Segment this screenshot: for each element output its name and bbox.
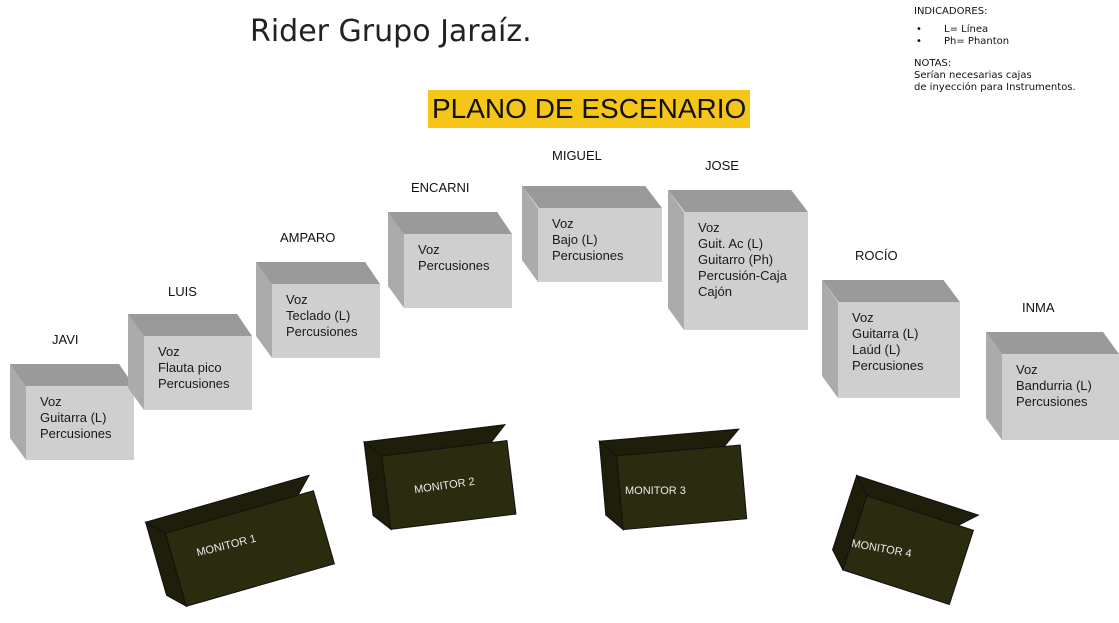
box-side-face [822, 280, 838, 398]
monitor-label: MONITOR 3 [625, 485, 686, 497]
box-top-face [128, 314, 252, 336]
notes-panel: INDICADORES: L= Línea Ph= Phanton NOTAS:… [914, 6, 1119, 94]
instrument-line: Percusiones [552, 248, 624, 263]
stage-plan-heading: PLANO DE ESCENARIO [428, 90, 751, 128]
musician-name: JAVI [52, 332, 79, 347]
musician-name: AMPARO [280, 230, 336, 245]
box-top-face [522, 186, 662, 208]
instrument-line: Voz [158, 344, 180, 359]
musician-name: JOSE [705, 158, 739, 173]
box-top-face [822, 280, 960, 302]
instrument-line: Voz [418, 242, 440, 257]
box-top-face [986, 332, 1119, 354]
monitor-wedge [598, 428, 748, 531]
instrument-line: Voz [40, 394, 62, 409]
box-side-face [522, 186, 538, 282]
monitor-wedge [362, 424, 517, 531]
instrument-line: Percusión-Caja [698, 268, 787, 283]
notes-heading: NOTAS: [914, 58, 952, 69]
musician-name: LUIS [168, 284, 197, 299]
indicators-heading: INDICADORES: [914, 6, 988, 17]
box-side-face [128, 314, 144, 410]
indicators-list: L= Línea Ph= Phanton [914, 24, 1119, 48]
musician-name: ENCARNI [411, 180, 470, 195]
indicator-item: Ph= Phanton [914, 36, 1119, 48]
instrument-line: Percusiones [418, 258, 490, 273]
instrument-line: Percusiones [852, 358, 924, 373]
instrument-line: Voz [1016, 362, 1038, 377]
instrument-line: Percusiones [286, 324, 358, 339]
instrument-line: Percusiones [1016, 394, 1088, 409]
instrument-line: Bajo (L) [552, 232, 598, 247]
musician-name: ROCÍO [855, 248, 898, 263]
instrument-line: Guitarra (L) [40, 410, 107, 425]
notes-line: de inyección para Instrumentos. [914, 82, 1076, 93]
box-top-face [256, 262, 380, 284]
musician-name: MIGUEL [552, 148, 602, 163]
instrument-line: Guitarra (L) [852, 326, 919, 341]
box-side-face [388, 212, 404, 308]
instrument-line: Voz [286, 292, 308, 307]
box-top-face [388, 212, 512, 234]
page-title: Rider Grupo Jaraíz. [250, 14, 532, 49]
box-top-face [668, 190, 808, 212]
box-side-face [668, 190, 684, 330]
box-side-face [986, 332, 1002, 440]
instrument-line: Bandurria (L) [1016, 378, 1092, 393]
notes-line: Serían necesarias cajas [914, 70, 1032, 81]
monitor-wedge [144, 474, 336, 608]
instrument-line: Percusiones [158, 376, 230, 391]
box-side-face [256, 262, 272, 358]
musician-name: INMA [1022, 300, 1055, 315]
monitor-wedge [832, 474, 980, 606]
instrument-line: Guit. Ac (L) [698, 236, 764, 251]
instrument-line: Teclado (L) [286, 308, 351, 323]
instrument-line: Laúd (L) [852, 342, 901, 357]
instrument-line: Percusiones [40, 426, 112, 441]
instrument-line: Voz [852, 310, 874, 325]
instrument-line: Flauta pico [158, 360, 222, 375]
box-side-face [10, 364, 26, 460]
box-top-face [10, 364, 134, 386]
instrument-line: Voz [552, 216, 574, 231]
instrument-line: Cajón [698, 284, 732, 299]
indicator-item: L= Línea [914, 24, 1119, 36]
instrument-line: Voz [698, 220, 720, 235]
instrument-line: Guitarro (Ph) [698, 252, 774, 267]
